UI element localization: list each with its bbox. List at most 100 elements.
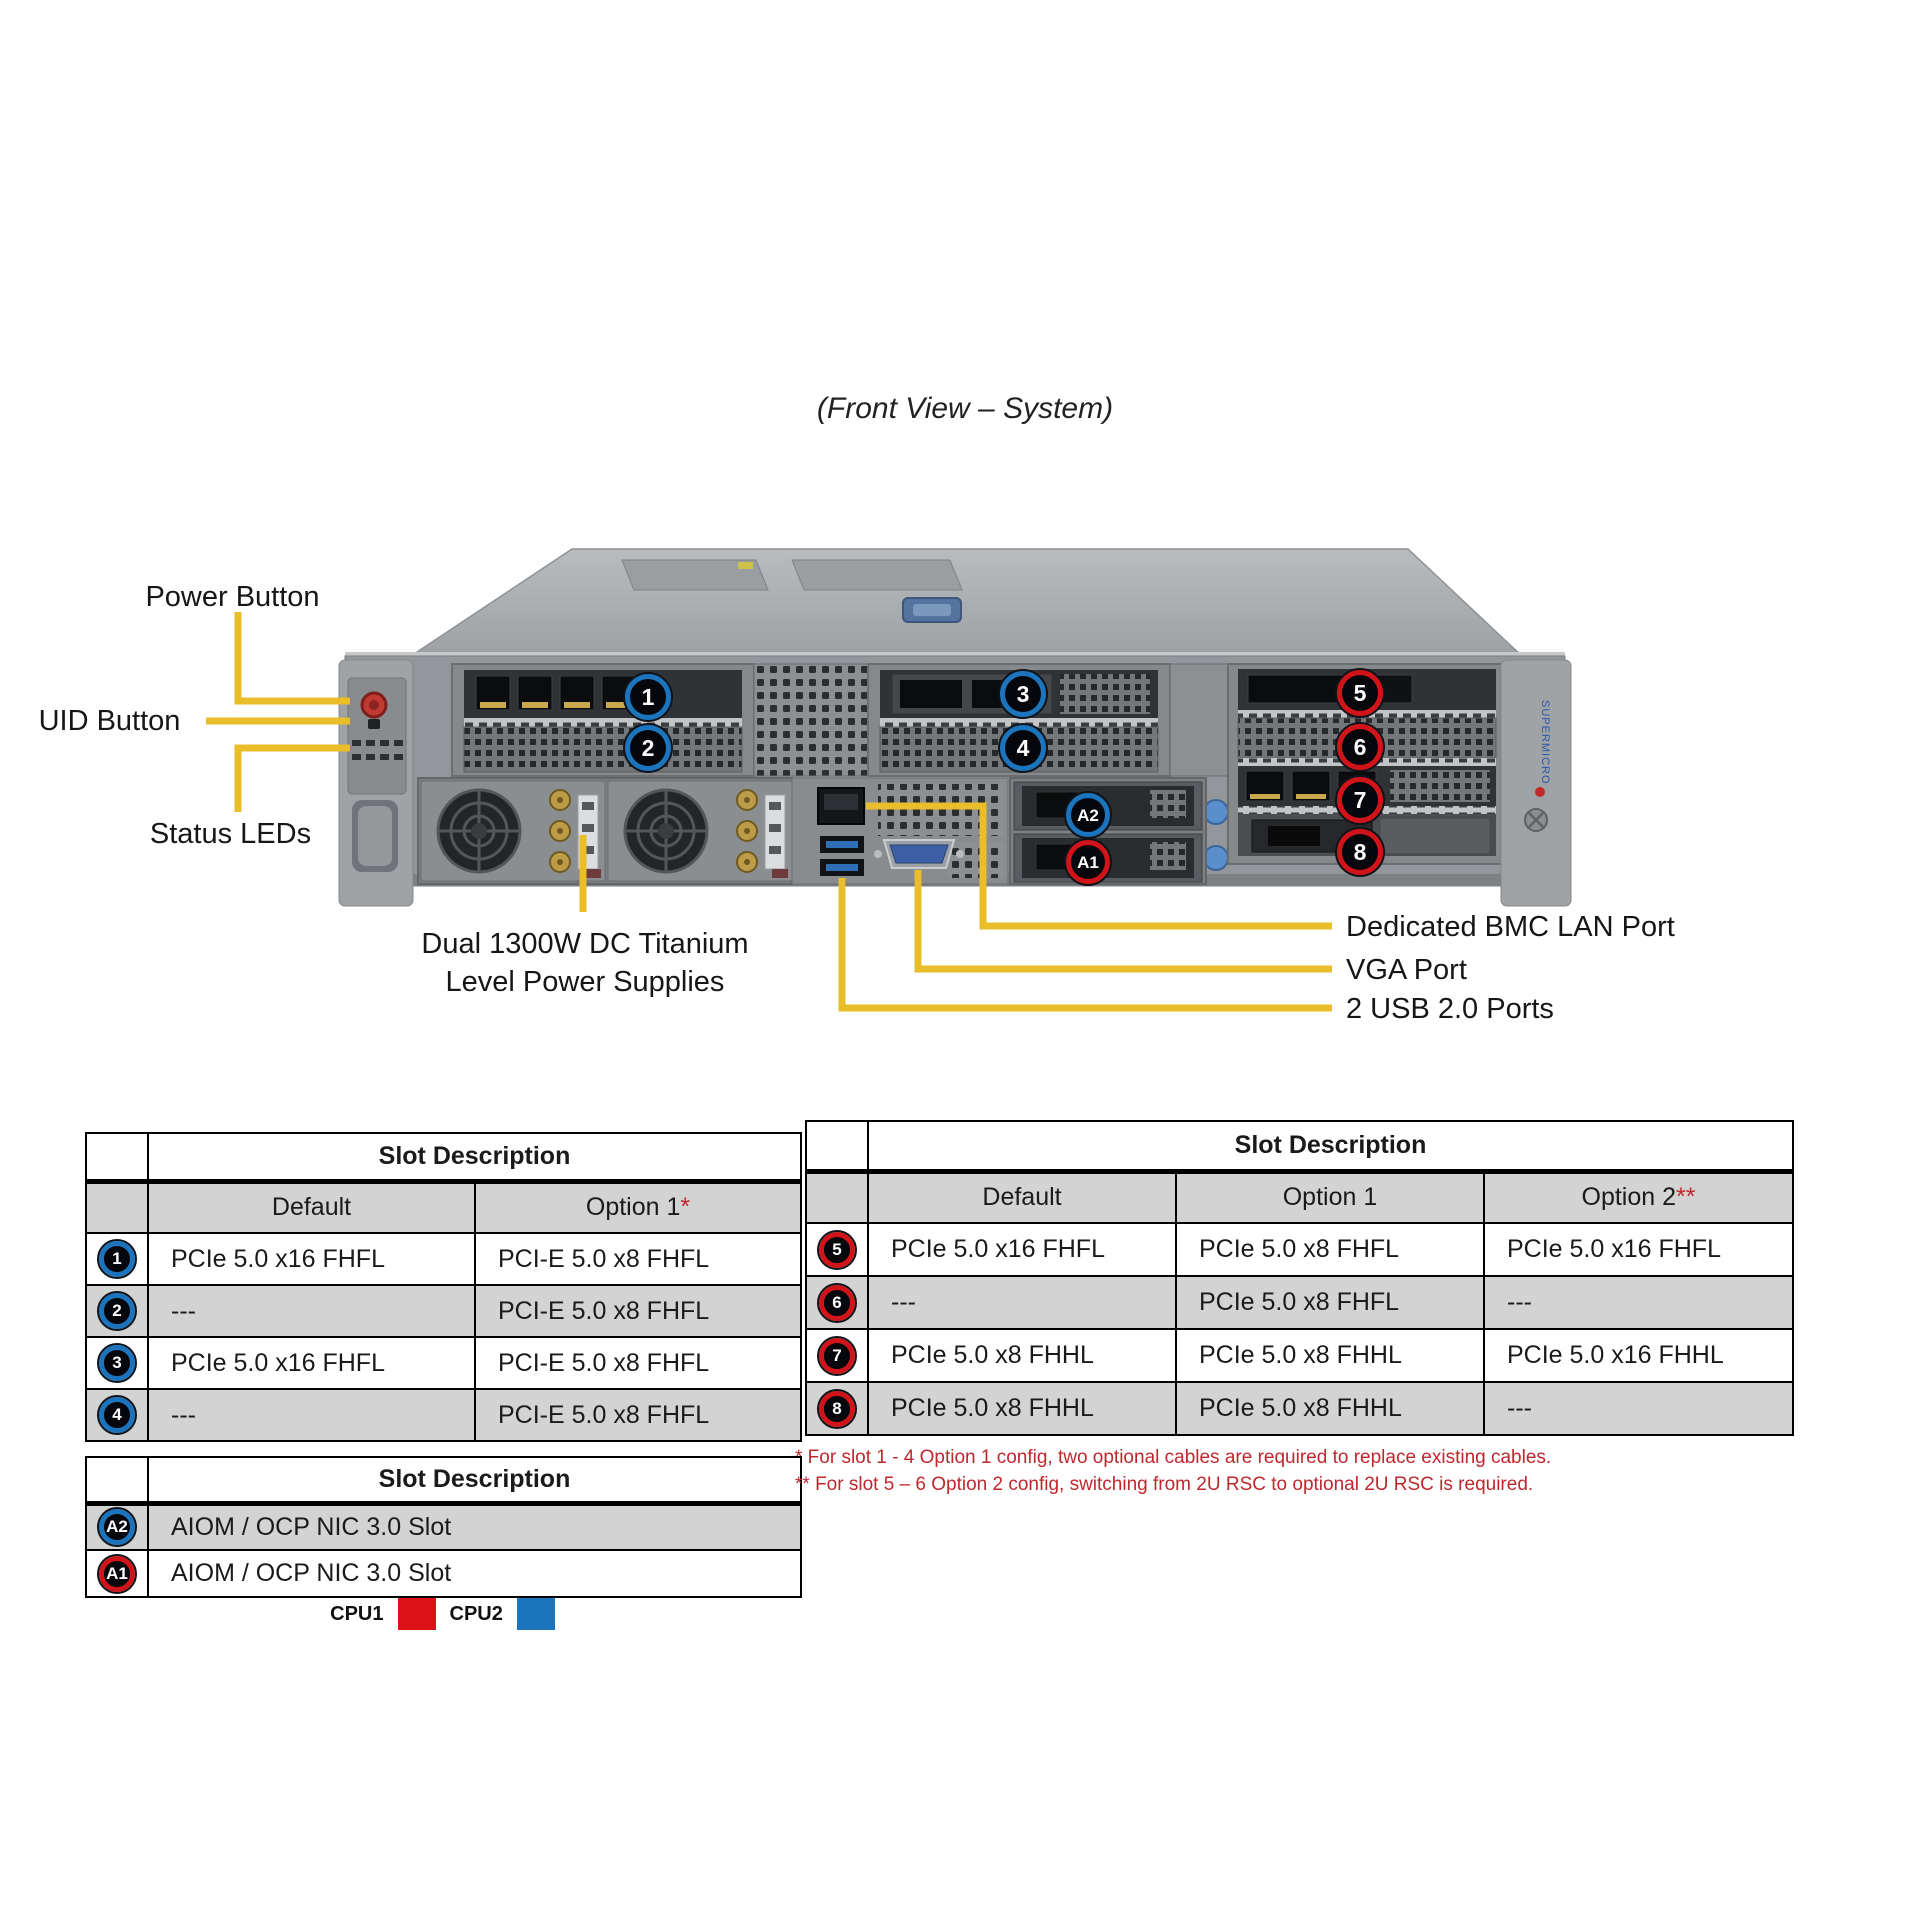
- slot-badge: A2: [97, 1507, 137, 1548]
- legend-cpu2-label: CPU2: [449, 1602, 503, 1625]
- uid-button-label: UID Button: [38, 705, 181, 737]
- callout-3: 3: [998, 669, 1048, 719]
- column-header-default: Default: [867, 1170, 1177, 1224]
- slot-badge: 3: [97, 1343, 137, 1383]
- table-cell: PCIe 5.0 x8 FHFL: [1175, 1222, 1485, 1277]
- slot-badge: 5: [817, 1229, 857, 1270]
- slot-badge: 7: [817, 1335, 857, 1376]
- corner-cell: [805, 1170, 869, 1224]
- callout-1: 1: [623, 672, 673, 722]
- footnote-1: * For slot 1 - 4 Option 1 config, two op…: [795, 1447, 1552, 1468]
- corner-cell: [805, 1120, 869, 1174]
- table-cell: ---: [1483, 1381, 1794, 1436]
- table-cell: PCIe 5.0 x16 FHHL: [1483, 1328, 1794, 1383]
- table-row-slot8: 8 PCIe 5.0 x8 FHHL PCIe 5.0 x8 FHHL ---: [805, 1381, 1794, 1436]
- table-cell: PCIe 5.0 x16 FHFL: [867, 1222, 1177, 1277]
- corner-cell: [85, 1132, 149, 1184]
- callout-7: 7: [1335, 775, 1385, 825]
- table-cell: AIOM / OCP NIC 3.0 Slot: [147, 1502, 802, 1551]
- table-cell: PCIe 5.0 x8 FHHL: [1175, 1381, 1485, 1436]
- slot-badge: A1: [97, 1553, 137, 1594]
- psu-1: [420, 780, 606, 882]
- table-row-slot3: 3 PCIe 5.0 x16 FHFL PCI-E 5.0 x8 FHFL: [85, 1336, 802, 1390]
- callout-5: 5: [1335, 668, 1385, 718]
- latch-top-icon: [1203, 799, 1229, 825]
- table-header: Slot Description: [867, 1120, 1794, 1174]
- table-cell: PCIe 5.0 x8 FHHL: [867, 1381, 1177, 1436]
- table-cell: PCIe 5.0 x16 FHFL: [147, 1336, 476, 1390]
- status-leds-label: Status LEDs: [149, 818, 312, 850]
- callout-a2: A2: [1064, 791, 1112, 839]
- status-leds-icons: [352, 740, 403, 760]
- table-header: Slot Description: [147, 1132, 802, 1184]
- table-row-slot-a2: A2 AIOM / OCP NIC 3.0 Slot: [85, 1502, 802, 1551]
- cpu-legend: CPU1 CPU2: [85, 1598, 800, 1630]
- table-cell: PCIe 5.0 x8 FHHL: [867, 1328, 1177, 1383]
- footnote-2: ** For slot 5 – 6 Option 2 config, switc…: [795, 1474, 1534, 1495]
- table-row-slot7: 7 PCIe 5.0 x8 FHHL PCIe 5.0 x8 FHHL PCIe…: [805, 1328, 1794, 1383]
- svg-text:6: 6: [1354, 734, 1367, 760]
- usb-ports-icon: [820, 836, 864, 876]
- table-cell: PCIe 5.0 x8 FHFL: [1175, 1275, 1485, 1330]
- callout-a1: A1: [1064, 838, 1112, 886]
- table-cell: AIOM / OCP NIC 3.0 Slot: [147, 1549, 802, 1598]
- callout-lines: [206, 612, 1332, 1012]
- svg-text:2: 2: [642, 735, 655, 761]
- uid-button-icon: [368, 719, 380, 729]
- bmc-lan-label: Dedicated BMC LAN Port: [1346, 911, 1675, 943]
- svg-text:8: 8: [1354, 839, 1367, 865]
- power-supplies: [417, 777, 793, 885]
- column-header-option2: Option 2**: [1483, 1170, 1794, 1224]
- power-button-line: [234, 612, 350, 705]
- slot-badge: 1: [97, 1239, 137, 1279]
- table-cell: ---: [867, 1275, 1177, 1330]
- corner-cell: [85, 1456, 149, 1506]
- callout-4: 4: [998, 723, 1048, 773]
- table-row-slot6: 6 --- PCIe 5.0 x8 FHFL ---: [805, 1275, 1794, 1330]
- svg-text:5: 5: [1354, 680, 1367, 706]
- table-cell: ---: [147, 1388, 476, 1442]
- status-leds-line: [234, 744, 350, 812]
- svg-text:7: 7: [1354, 787, 1367, 813]
- column-header-option1: Option 1*: [474, 1180, 802, 1234]
- usb-line: [838, 878, 1332, 1012]
- table-cell: PCIe 5.0 x16 FHFL: [147, 1232, 476, 1286]
- svg-text:3: 3: [1017, 681, 1030, 707]
- corner-cell: [85, 1180, 149, 1234]
- table-row-slot2: 2 --- PCI-E 5.0 x8 FHFL: [85, 1284, 802, 1338]
- svg-text:A1: A1: [1077, 853, 1099, 872]
- table-row-slot-a1: A1 AIOM / OCP NIC 3.0 Slot: [85, 1549, 802, 1598]
- asterisk-mark: *: [680, 1193, 691, 1222]
- slot-badge: 2: [97, 1291, 137, 1331]
- table-header: Slot Description: [147, 1456, 802, 1506]
- svg-text:4: 4: [1017, 735, 1030, 761]
- table-cell: PCIe 5.0 x16 FHFL: [1483, 1222, 1794, 1277]
- power-button-label: Power Button: [145, 581, 320, 613]
- slot-badge: 6: [817, 1282, 857, 1323]
- slot-table-left: Slot Description Default Option 1* 1 PCI…: [85, 1132, 802, 1442]
- column-header-option1: Option 1: [1175, 1170, 1485, 1224]
- vga-port-icon: [874, 839, 964, 869]
- table-cell: PCI-E 5.0 x8 FHFL: [474, 1284, 802, 1338]
- slot-badge: 4: [97, 1395, 137, 1435]
- table-row-slot1: 1 PCIe 5.0 x16 FHFL PCI-E 5.0 x8 FHFL: [85, 1232, 802, 1286]
- io-panel: [791, 777, 1009, 885]
- table-cell: PCIe 5.0 x8 FHHL: [1175, 1328, 1485, 1383]
- psu-label-line2: Level Power Supplies: [445, 966, 725, 998]
- vga-line: [914, 870, 1332, 973]
- cpu1-color-swatch: [397, 1598, 436, 1630]
- table-row-slot4: 4 --- PCI-E 5.0 x8 FHFL: [85, 1388, 802, 1442]
- slot-table-right: Slot Description Default Option 1 Option…: [805, 1120, 1794, 1436]
- cpu2-color-swatch: [516, 1598, 555, 1630]
- usb-label: 2 USB 2.0 Ports: [1346, 993, 1554, 1025]
- callout-6: 6: [1335, 722, 1385, 772]
- table-cell: PCI-E 5.0 x8 FHFL: [474, 1232, 802, 1286]
- table-cell: ---: [147, 1284, 476, 1338]
- svg-text:A2: A2: [1077, 806, 1099, 825]
- vga-label: VGA Port: [1346, 954, 1467, 986]
- callout-2: 2: [623, 723, 673, 773]
- bmc-lan-line: [866, 802, 1332, 930]
- table-cell: PCI-E 5.0 x8 FHFL: [474, 1388, 802, 1442]
- right-ear: SUPERMICRO: [1500, 659, 1572, 907]
- footnotes: * For slot 1 - 4 Option 1 config, two op…: [795, 1444, 1551, 1498]
